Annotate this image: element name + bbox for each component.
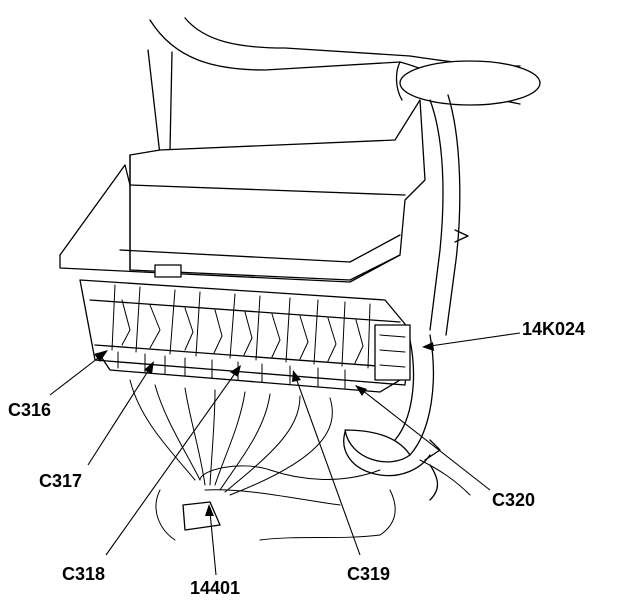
leader-c317 xyxy=(87,361,154,466)
leader-c320 xyxy=(355,385,491,491)
wire-bundle xyxy=(129,379,471,541)
leader-14401 xyxy=(205,504,217,576)
callout-c317: C317 xyxy=(39,471,83,491)
callout-c319: C319 xyxy=(347,564,391,584)
callout-c318: C318 xyxy=(62,564,106,584)
leader-14k024 xyxy=(422,332,521,351)
leader-c318 xyxy=(105,365,241,556)
module-housing xyxy=(59,49,469,283)
connector-tabs xyxy=(99,351,401,393)
connector-block xyxy=(79,279,411,386)
callout-14401: 14401 xyxy=(190,578,241,598)
callout-14k024: 14K024 xyxy=(522,319,586,339)
support-tube xyxy=(149,17,541,336)
leader-c316 xyxy=(49,350,108,396)
callout-c320: C320 xyxy=(492,490,536,510)
leader-c319 xyxy=(292,370,361,556)
callout-c316: C316 xyxy=(8,400,52,420)
